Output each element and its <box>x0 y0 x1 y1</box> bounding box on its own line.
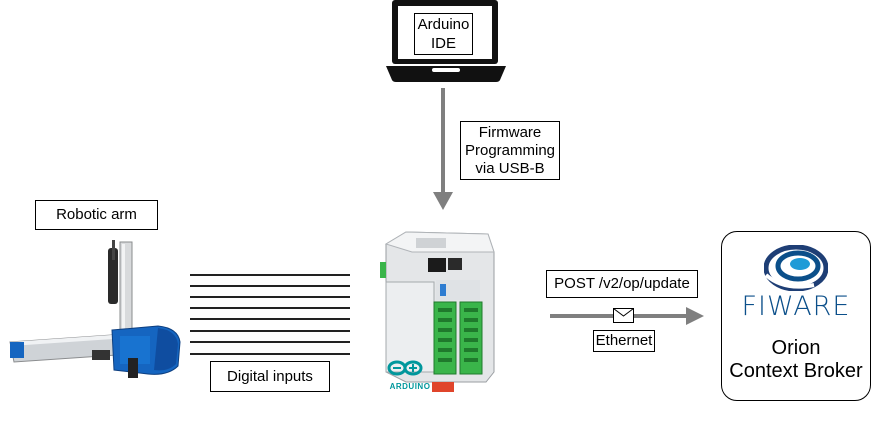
ethernet-label: Ethernet <box>593 330 655 352</box>
robotic-arm-label: Robotic arm <box>35 200 158 230</box>
input-line <box>190 285 350 287</box>
input-line <box>190 274 350 276</box>
digital-input-lines <box>190 274 350 358</box>
input-line <box>190 296 350 298</box>
input-line <box>190 330 350 332</box>
arduino-brand-text: ARDUINO <box>389 382 431 391</box>
arduino-plc-icon <box>380 231 495 392</box>
input-line <box>190 307 350 309</box>
envelope-icon <box>613 308 634 323</box>
fiware-logo-icon <box>764 245 828 291</box>
orion-context-broker-title: Orion Context Broker <box>729 337 863 382</box>
robotic-arm-icon <box>9 240 181 378</box>
input-line <box>190 318 350 320</box>
orion-context-broker-card: FIWARE Orion Context Broker <box>721 231 871 401</box>
fiware-logo-text: FIWARE <box>741 291 851 322</box>
digital-inputs-label: Digital inputs <box>210 361 330 392</box>
laptop-label: Arduino IDE <box>414 13 473 55</box>
post-endpoint-label: POST /v2/op/update <box>546 270 698 298</box>
usb-programming-label: Firmware Programming via USB-B <box>460 121 560 180</box>
usb-programming-arrow <box>433 88 453 210</box>
input-line <box>190 353 350 355</box>
input-line <box>190 341 350 343</box>
